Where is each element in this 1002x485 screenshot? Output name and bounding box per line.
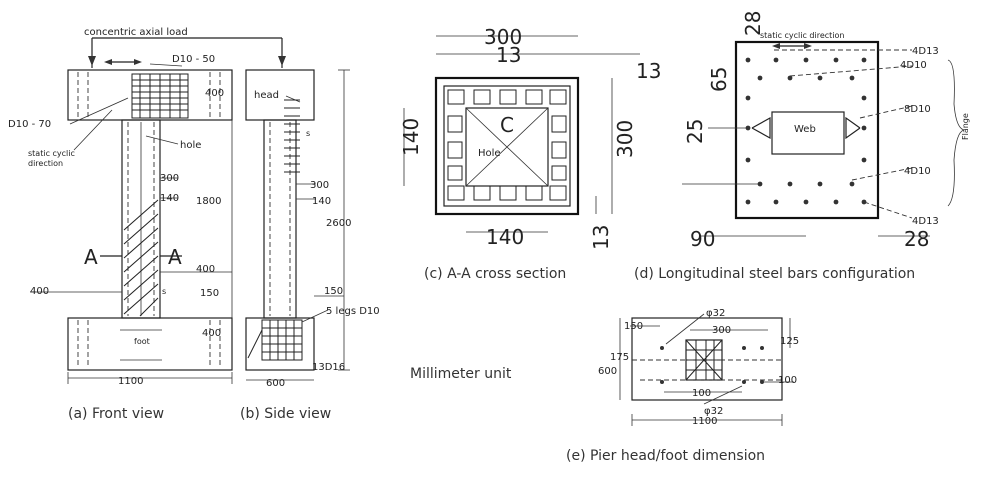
label-head: head bbox=[254, 90, 279, 101]
label-concentric-axial-load: concentric axial load bbox=[84, 27, 188, 38]
section-ties bbox=[447, 89, 567, 201]
dim-e-100-right: 100 bbox=[778, 375, 797, 386]
label-five-legs: 5 legs D10 bbox=[326, 306, 380, 317]
label-static-cyclic-d: static cyclic direction bbox=[760, 31, 844, 40]
label-4d13-bottom: 4D13 bbox=[912, 216, 939, 227]
dim-400-left: 400 bbox=[30, 286, 49, 297]
bar-dots bbox=[745, 57, 867, 205]
dim-c-300-top: 300 bbox=[484, 25, 522, 49]
dim-1100-front: 1100 bbox=[118, 376, 143, 387]
dim-1800: 1800 bbox=[196, 196, 221, 207]
dim-c-140-left: 140 bbox=[399, 118, 423, 156]
dim-e-300: 300 bbox=[712, 325, 731, 336]
section-mark-left: A bbox=[84, 245, 98, 269]
dim-c-13-a: 13 bbox=[496, 43, 521, 67]
head-reinforcement bbox=[131, 73, 189, 119]
head-foot-outline bbox=[631, 317, 783, 401]
dim-side-140: 140 bbox=[312, 196, 331, 207]
caption-a: (a) Front view bbox=[68, 406, 164, 422]
label-4d13-top: 4D13 bbox=[912, 46, 939, 57]
label-static-cyclic-a: static cyclic bbox=[28, 149, 75, 158]
side-view: head s 300 140 2600 150 bbox=[245, 69, 380, 389]
dim-150-a: 150 bbox=[200, 288, 219, 299]
label-8d10: 8D10 bbox=[904, 104, 931, 115]
dim-c-140-bottom: 140 bbox=[486, 225, 524, 249]
dim-c-300-right: 300 bbox=[613, 120, 637, 158]
pier-foot-side bbox=[245, 317, 315, 371]
dim-c-13-c: 13 bbox=[589, 225, 613, 250]
label-static-cyclic-a2: direction bbox=[28, 159, 63, 168]
dim-s-b: s bbox=[306, 129, 310, 138]
dim-e-600: 600 bbox=[598, 366, 617, 377]
caption-b: (b) Side view bbox=[240, 406, 331, 422]
label-d10-50: D10 - 50 bbox=[172, 54, 215, 65]
caption-c: (c) A-A cross section bbox=[424, 266, 566, 282]
dim-side-300: 300 bbox=[310, 180, 329, 191]
dim-e-150: 150 bbox=[624, 321, 643, 332]
dim-d-90: 90 bbox=[690, 227, 715, 251]
label-ec-mark: C bbox=[500, 113, 514, 137]
dim-150-b: 150 bbox=[324, 286, 343, 297]
dim-600-side: 600 bbox=[266, 378, 285, 389]
dim-d-25: 25 bbox=[683, 119, 707, 144]
dim-col-300: 300 bbox=[160, 173, 179, 184]
dim-e-175: 175 bbox=[610, 352, 629, 363]
foot-reinforcement bbox=[247, 319, 303, 361]
cross-section-view: Hole C 300 13 13 140 300 140 13 bbox=[399, 25, 661, 250]
dim-s-a: s bbox=[162, 287, 166, 296]
section-mark-right: A bbox=[168, 245, 182, 269]
label-phi32-bottom: φ32 bbox=[704, 406, 723, 417]
column-stirrups bbox=[123, 199, 159, 317]
label-phi32-top: φ32 bbox=[706, 308, 725, 319]
label-hole-c: Hole bbox=[478, 148, 501, 159]
label-13d16: 13D16 bbox=[312, 362, 345, 373]
section-outline bbox=[434, 76, 580, 216]
label-web: Web bbox=[794, 124, 816, 135]
dim-d-65: 65 bbox=[707, 67, 731, 92]
label-flange: Flange bbox=[961, 113, 970, 140]
label-foot-front: foot bbox=[134, 337, 150, 346]
dim-col-140: 140 bbox=[160, 193, 179, 204]
dim-d-28-top: 28 bbox=[741, 11, 765, 36]
web-box bbox=[771, 111, 845, 155]
dim-2600: 2600 bbox=[326, 218, 351, 229]
bars-config-view: Web static cyclic direction 4D13 4D10 bbox=[682, 11, 970, 251]
front-view: concentric axial load D10 - 50 D10 - 70 … bbox=[8, 27, 286, 387]
millimeter-unit: Millimeter unit bbox=[410, 366, 512, 382]
caption-e: (e) Pier head/foot dimension bbox=[566, 448, 765, 464]
label-hole: hole bbox=[180, 140, 201, 151]
bars-section-outline bbox=[734, 40, 880, 220]
dim-400-right: 400 bbox=[196, 264, 215, 275]
head-foot-view: φ32 φ32 150 300 600 175 125 100 100 1100 bbox=[598, 308, 799, 427]
dim-e-100-bottom: 100 bbox=[692, 388, 711, 399]
pier-foot-front bbox=[67, 317, 233, 371]
side-stirrups bbox=[284, 99, 300, 173]
dim-d-28-bottom: 28 bbox=[904, 227, 929, 251]
label-4d10-top: 4D10 bbox=[900, 60, 927, 71]
pier-column-side bbox=[263, 119, 297, 319]
label-d10-70: D10 - 70 bbox=[8, 119, 51, 130]
dim-c-13-b: 13 bbox=[636, 59, 661, 83]
label-4d10-bottom: 4D10 bbox=[904, 166, 931, 177]
caption-d: (d) Longitudinal steel bars configuratio… bbox=[634, 266, 915, 282]
dim-400-foot: 400 bbox=[202, 328, 221, 339]
dim-head-400: 400 bbox=[205, 88, 224, 99]
dim-e-125: 125 bbox=[780, 336, 799, 347]
dim-e-1100: 1100 bbox=[692, 416, 717, 427]
